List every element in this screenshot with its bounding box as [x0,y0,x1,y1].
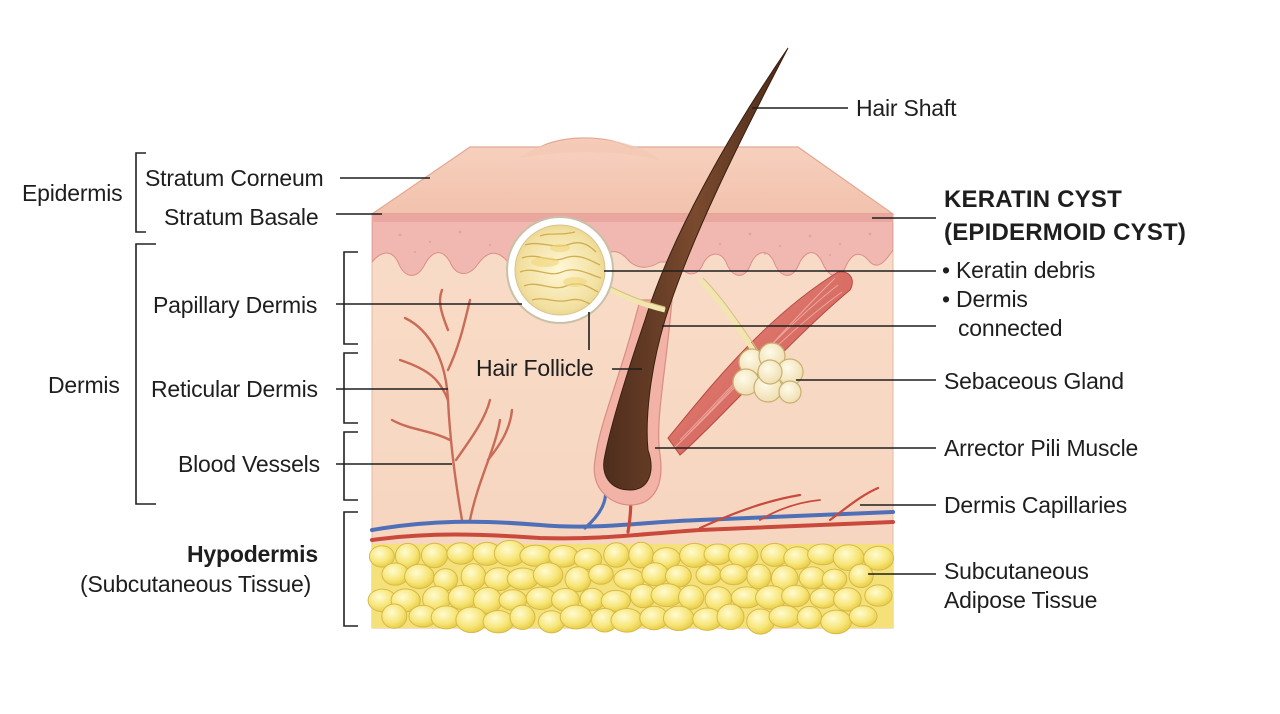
label-dermis-connected-1: • Dermis [942,286,1028,312]
cyst-title-line2: (EPIDERMOID CYST) [944,219,1187,246]
sebaceous-gland [732,342,804,404]
label-keratin-debris: • Keratin debris [942,257,1096,283]
fat-cell [864,584,893,607]
fat-cell [809,587,838,609]
fat-cell [807,543,839,566]
fat-cell [833,587,862,612]
epidermis-bracket [135,152,146,233]
left-brackets [135,152,358,627]
fat-cell [455,606,488,634]
fat-cell [848,605,878,628]
fat-cell [798,566,826,590]
epidermis-front [372,213,893,277]
fat-cell [525,586,556,610]
label-reticular-dermis: Reticular Dermis [151,376,318,402]
fat-cell [588,563,614,585]
adipose-lobules [367,539,895,635]
label-hypodermis: Hypodermis [187,541,318,567]
blood-vessel-tree [390,288,514,522]
fat-cell [662,605,695,631]
label-papillary-dermis: Papillary Dermis [153,292,318,318]
fat-cell [678,584,705,610]
label-hair-follicle: Hair Follicle [476,355,594,381]
hair-shaft [603,47,789,491]
fat-cell [796,605,823,630]
fat-cell [446,542,476,565]
fat-cell [404,563,435,590]
fat-cell [368,545,395,568]
fat-cell [610,608,644,633]
fat-cell [746,563,772,590]
fat-cell [509,604,536,630]
cyst-title-line1: KERATIN CYST [944,186,1122,213]
dermis-bracket [135,243,156,505]
fat-cell [603,542,630,568]
fat-cell [559,604,593,630]
label-adipose-2: Adipose Tissue [944,587,1098,613]
surface-bump [520,139,660,160]
keratin-debris-swirls [519,231,602,305]
fat-cell [564,566,592,593]
fat-cell [650,583,684,608]
fat-cell [381,603,408,629]
reticular-bracket [343,352,358,424]
label-stratum-corneum: Stratum Corneum [145,165,324,191]
label-adipose-1: Subcutaneous [944,558,1089,584]
fat-cell [447,584,477,611]
keratin-cyst [506,216,614,324]
label-arrector-pili-muscle: Arrector Pili Muscle [944,435,1139,461]
fat-cell [821,568,848,590]
tissue-block [367,137,895,635]
fat-cell [482,610,514,634]
label-dermis-capillaries: Dermis Capillaries [944,492,1127,518]
papillary-bracket [343,251,358,345]
hypodermis-bracket [343,511,358,627]
fat-cell [719,563,748,586]
fat-cell [703,543,733,566]
label-sebaceous-gland: Sebaceous Gland [944,368,1124,394]
fat-cell [573,547,603,571]
fat-cell [641,562,669,587]
label-stratum-basale: Stratum Basale [164,204,319,230]
fat-cell [848,563,874,589]
fat-cell [863,545,895,571]
label-dermis-connected-2: connected [958,315,1063,341]
fat-cell [532,562,564,588]
stratum-basale-band [372,214,893,222]
label-hair-shaft: Hair Shaft [856,95,957,121]
fat-cell [695,564,722,586]
fat-cell [781,584,810,608]
blood-vessels-bracket [343,431,358,501]
fat-cell [716,603,745,631]
label-blood-vessels: Blood Vessels [178,451,320,477]
fat-cell [768,605,801,628]
leader-lines [336,107,936,575]
label-subcutaneous-tissue: (Subcutaneous Tissue) [80,571,312,597]
label-epidermis: Epidermis [22,180,123,206]
label-dermis: Dermis [48,372,120,398]
fat-cell [420,542,449,569]
fat-cell [820,609,852,635]
